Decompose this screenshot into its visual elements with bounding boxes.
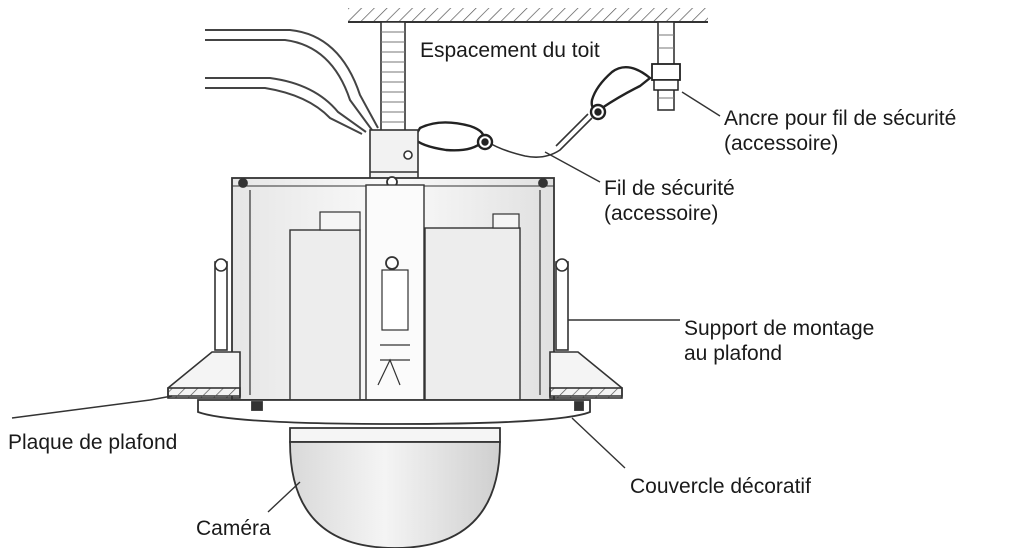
ceiling-plate (11, 351, 623, 419)
leader-lines (544, 91, 721, 183)
anchor-carabiner (589, 66, 652, 121)
camera-dome (267, 427, 501, 548)
label-ceiling-plate: Plaque de plafond (8, 431, 178, 454)
label-decorative-cover: Couvercle décoratif (630, 475, 811, 498)
safety-wire (487, 113, 593, 158)
label-camera: Caméra (196, 517, 271, 540)
label-safety-wire: Fil de sécurité (accessoire) (604, 177, 735, 225)
box-carabiner (412, 121, 494, 152)
decorative-cover (197, 399, 626, 469)
anchor-rod (651, 21, 681, 111)
label-roof-space: Espacement du toit (420, 39, 600, 62)
mount-bracket-legs (214, 258, 680, 351)
housing-box (231, 176, 555, 401)
threaded-rod (380, 21, 406, 135)
roof-slab (348, 8, 708, 23)
cables (205, 29, 379, 135)
label-anchor: Ancre pour fil de sécurité (accessoire) (724, 107, 957, 155)
label-mount-bracket: Support de montage au plafond (684, 317, 875, 365)
